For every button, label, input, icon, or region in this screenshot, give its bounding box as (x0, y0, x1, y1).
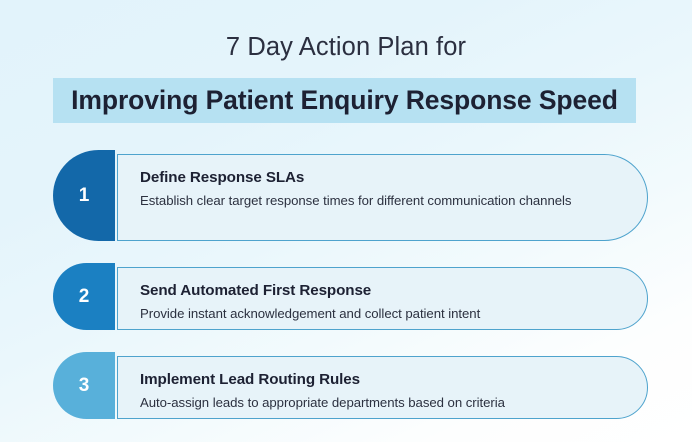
step-description-2: Provide instant acknowledgement and coll… (140, 306, 481, 321)
step-row: 3 Implement Lead Routing Rules Auto-assi… (0, 352, 692, 424)
poster-subtitle: 7 Day Action Plan for (225, 33, 467, 61)
step-card-2: Send Automated First Response Provide in… (116, 266, 648, 331)
step-title-1: Define Response SLAs (140, 169, 305, 186)
steps-list: 1 Define Response SLAs Establish clear t… (0, 150, 692, 424)
step-card-1: Define Response SLAs Establish clear tar… (116, 153, 648, 242)
step-number-badge-3: 3 (53, 352, 115, 419)
step-number-badge-2: 2 (53, 263, 115, 330)
step-title-2: Send Automated First Response (140, 282, 372, 299)
step-row: 2 Send Automated First Response Provide … (0, 263, 692, 335)
step-number-badge-1: 1 (53, 150, 115, 241)
step-description-3: Auto-assign leads to appropriate departm… (140, 395, 505, 410)
step-description-1: Establish clear target response times fo… (140, 193, 572, 208)
step-title-3: Implement Lead Routing Rules (140, 371, 360, 388)
step-row: 1 Define Response SLAs Establish clear t… (0, 150, 692, 246)
poster-title: Improving Patient Enquiry Response Speed (71, 85, 618, 115)
poster-header: 7 Day Action Plan for Improving Patient … (0, 0, 692, 123)
title-highlight-band (53, 78, 636, 123)
step-card-3: Implement Lead Routing Rules Auto-assign… (116, 355, 648, 420)
